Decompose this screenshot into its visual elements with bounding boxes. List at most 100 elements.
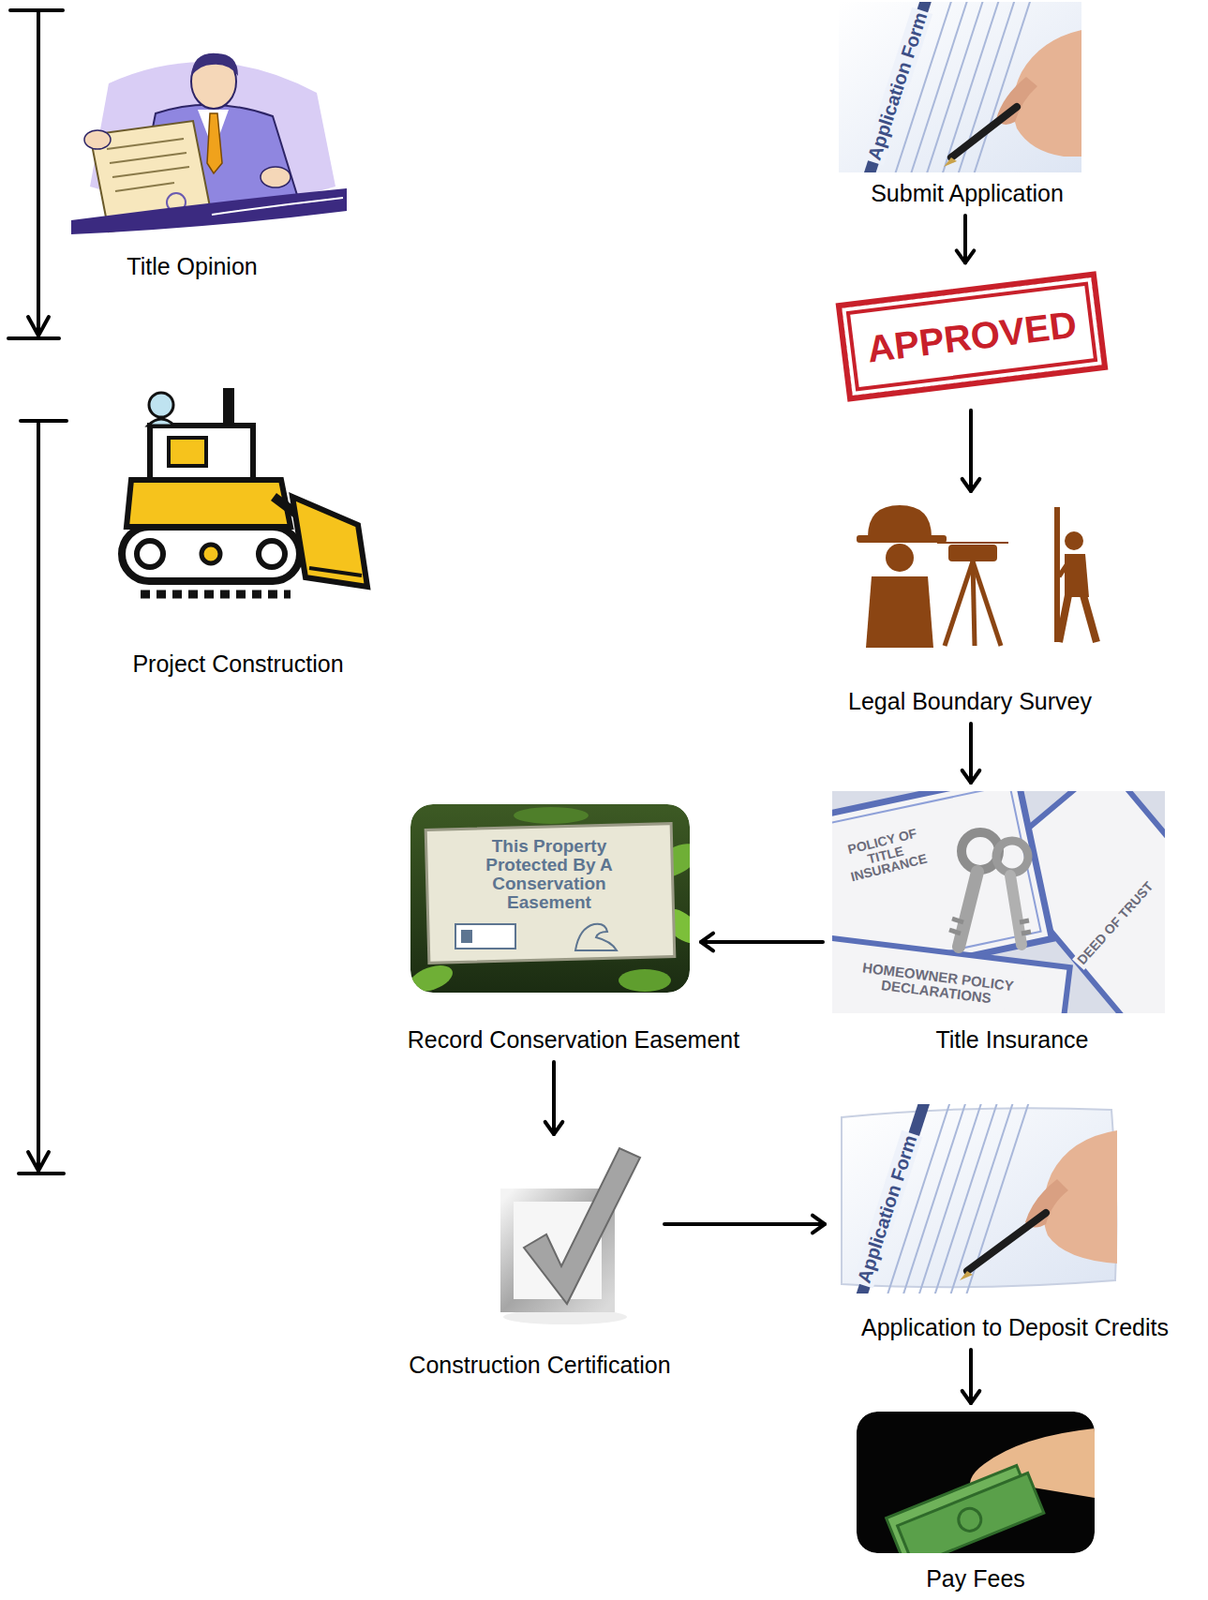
application-form-photo-part xyxy=(967,1212,1046,1271)
sign-text: This Property Protected By A Conservatio… xyxy=(471,835,627,913)
lawyer-clipart xyxy=(71,53,347,235)
bulldozer-clipart-part xyxy=(136,540,164,567)
flow-arrow xyxy=(545,1061,564,1134)
step-label: Pay Fees xyxy=(925,1564,1026,1593)
flow-arrow-line xyxy=(969,1349,973,1403)
survey-figures-part xyxy=(948,544,998,562)
step-label: Application to Deposit Credits xyxy=(861,1312,1169,1342)
money-hand-icon-part-part xyxy=(897,1473,1044,1553)
deed-heading: DEED OF TRUST xyxy=(1072,876,1159,970)
flow-arrow xyxy=(962,723,981,783)
conservation-sign-photo-part xyxy=(455,924,516,949)
lawyer-clipart-part xyxy=(191,53,239,76)
step-label: Record Conservation Easement xyxy=(407,1025,740,1054)
title-insurance-photo-part xyxy=(832,936,1071,1014)
bulldozer-clipart-part xyxy=(126,479,291,527)
fees-step: Pay Fees xyxy=(856,1411,1095,1553)
title-opinion-step: Title Opinion xyxy=(71,45,347,235)
application-form-photo-part xyxy=(854,1,1042,173)
arrow-head xyxy=(956,250,975,263)
survey-figures-part xyxy=(1064,553,1089,597)
certification-step: Construction Certification xyxy=(490,1142,654,1327)
flow-arrow-line xyxy=(664,1222,825,1226)
flow-arrow xyxy=(962,410,981,492)
stamp-text: APPROVED xyxy=(864,304,1079,368)
bulldozer-clipart xyxy=(121,387,368,595)
bulldozer-clipart-part xyxy=(292,496,368,587)
checkmark-icon-part xyxy=(523,1148,641,1304)
lawyer-clipart-part xyxy=(260,166,291,188)
title-insurance-photo-part xyxy=(958,871,978,947)
bulldozer-clipart-part xyxy=(149,392,174,418)
bulldozer-clipart-part xyxy=(168,437,207,466)
title-insurance-photo-part xyxy=(949,918,964,934)
timeline-bracket-part xyxy=(36,420,41,1171)
survey-figures-part xyxy=(856,535,947,543)
timeline-bracket-part xyxy=(8,336,60,341)
survey-figures-part xyxy=(937,541,1009,544)
lawyer-clipart-part xyxy=(211,197,344,215)
conservation-sign-photo-part xyxy=(461,929,473,943)
conservation-sign-photo xyxy=(410,804,690,993)
lawyer-clipart-part xyxy=(207,113,223,174)
money-hand-icon xyxy=(856,1411,1095,1553)
application-form-photo xyxy=(841,1103,1118,1294)
conservation-sign-photo-part xyxy=(410,804,690,993)
flow-arrow-line xyxy=(963,215,968,263)
stamp-frame: APPROVED xyxy=(835,270,1109,402)
policy-heading: POLICY OF TITLE INSURANCE xyxy=(834,821,938,887)
arrow-head xyxy=(545,1121,564,1134)
survey-figures-part xyxy=(885,543,914,572)
lawyer-clipart-part xyxy=(106,138,190,192)
survey-figures-part xyxy=(944,561,973,646)
checkmark-icon xyxy=(503,1148,641,1325)
survey-step: Legal Boundary Survey xyxy=(847,499,1107,648)
arrow-head xyxy=(962,478,981,492)
bulldozer-clipart-part xyxy=(149,425,254,480)
lawyer-clipart-part xyxy=(71,188,347,235)
title-insurance-photo-part-part xyxy=(832,936,1071,1014)
conservation-sign-photo-part xyxy=(410,960,457,993)
survey-figures-part xyxy=(865,576,934,648)
bulldozer-clipart-part xyxy=(121,526,300,582)
bulldozer-clipart-part xyxy=(201,544,221,564)
lawyer-clipart-part xyxy=(84,130,111,150)
application-form-photo xyxy=(838,1,1082,173)
application-form-photo-part xyxy=(943,157,957,167)
bulldozer-clipart-part xyxy=(223,387,235,428)
approval-stamp: APPROVED xyxy=(831,277,1113,396)
flow-arrow xyxy=(664,1215,825,1234)
arrow-head xyxy=(812,1215,825,1234)
application-form-photo-part xyxy=(951,106,1017,158)
arrow-head xyxy=(962,1390,981,1403)
survey-figures-part xyxy=(1058,565,1067,577)
form-heading: Application Form xyxy=(852,1129,924,1288)
conservation-sign-photo-part xyxy=(513,806,589,824)
money-hand-icon-part xyxy=(886,1461,1044,1553)
title-insurance-photo xyxy=(832,790,1165,1014)
bulldozer-clipart-part xyxy=(148,418,175,426)
survey-figures-part xyxy=(867,505,932,537)
survey-figures-part xyxy=(1064,531,1084,551)
flow-arrow xyxy=(956,215,975,263)
survey-figures xyxy=(856,505,1097,648)
form-heading: Application Form xyxy=(863,6,934,165)
application-form-photo-part xyxy=(846,1103,1039,1294)
title-insurance-photo-part xyxy=(996,840,1029,873)
application-form-photo-part-part xyxy=(946,1103,1040,1294)
conservation-sign-photo-part xyxy=(425,823,675,964)
bulldozer-clipart-part xyxy=(140,590,291,599)
bulldozer-clipart-part xyxy=(258,540,285,567)
declarations-heading: HOMEOWNER POLICY DECLARATIONS xyxy=(844,956,1031,1011)
step-label: Construction Certification xyxy=(408,1350,671,1379)
flow-arrow-line xyxy=(551,1061,556,1134)
survey-figures-part xyxy=(1058,595,1069,642)
step-label: Submit Application xyxy=(870,178,1064,208)
conservation-sign-photo-part xyxy=(618,969,672,992)
flow-arrow-line xyxy=(969,723,973,783)
application-form-photo-part xyxy=(838,1,1082,173)
step-label: Title Insurance xyxy=(935,1025,1089,1054)
step-label: Legal Boundary Survey xyxy=(848,686,1092,716)
application-form-photo-part xyxy=(959,1270,973,1281)
